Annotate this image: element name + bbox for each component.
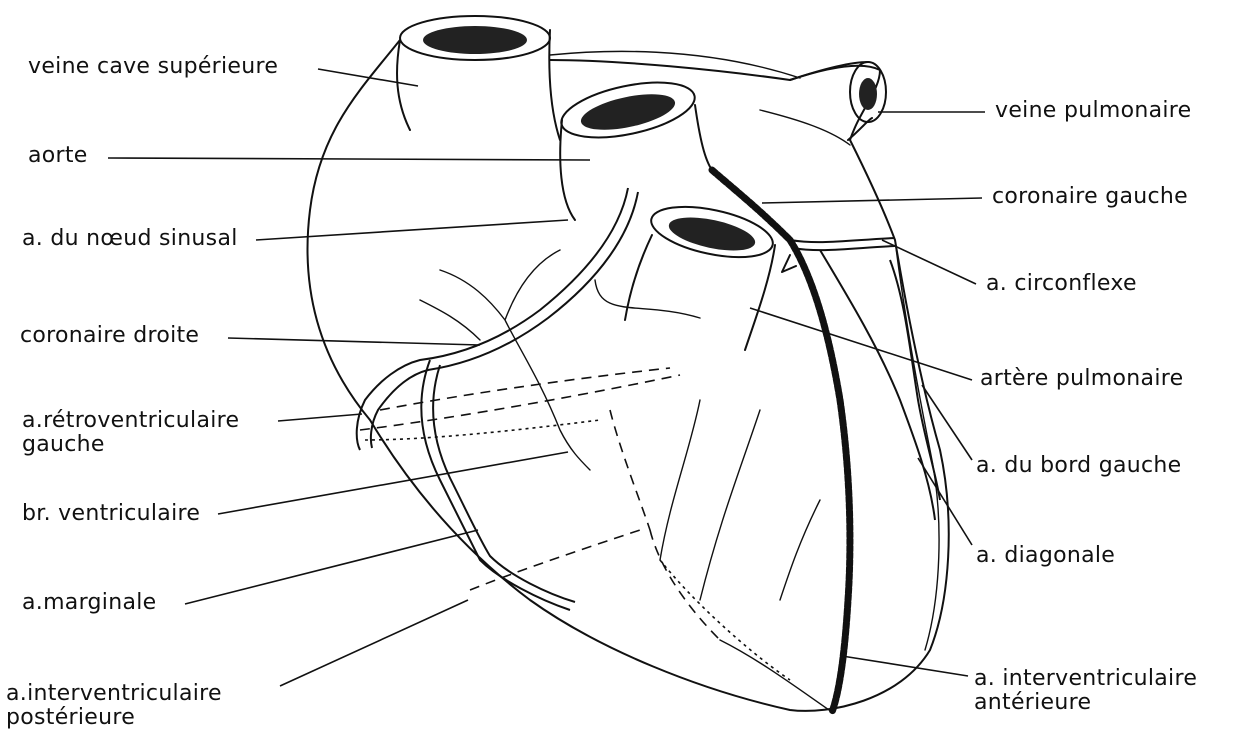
marginal-artery-inner — [433, 365, 575, 602]
marginal-artery — [421, 360, 570, 610]
label-retroventriculaire-line2: gauche — [22, 434, 239, 456]
label-noeud-sinusal: a. du nœud sinusal — [22, 228, 238, 250]
pulm-vein-vessel — [790, 62, 872, 140]
leader-aorte — [108, 158, 590, 160]
left-border-artery — [890, 260, 940, 500]
label-veine-pulmonaire: veine pulmonaire — [995, 100, 1191, 122]
leader-interv-ant — [842, 656, 968, 676]
label-interv-ant-line1: a. interventriculaire — [974, 666, 1197, 691]
anterior-interventricular — [790, 240, 850, 712]
label-a-circonflexe: a. circonflexe — [986, 273, 1137, 295]
label-interv-ant-line2: antérieure — [974, 692, 1197, 714]
label-a-bord-gauche: a. du bord gauche — [976, 455, 1181, 477]
leader-br-ventriculaire — [218, 452, 568, 514]
label-coronaire-gauche: coronaire gauche — [992, 186, 1188, 208]
circumflex-artery-inner — [792, 246, 895, 250]
label-coronaire-droite: coronaire droite — [20, 325, 199, 347]
circumflex-artery — [790, 238, 895, 242]
apex-line — [720, 640, 832, 712]
leader-coronaire-droite — [228, 338, 480, 345]
leader-coronaire-gauche — [762, 198, 982, 203]
leader-noeud-sinusal — [256, 220, 568, 240]
label-a-marginale: a.marginale — [22, 592, 157, 614]
right-coronary-artery — [357, 188, 628, 450]
label-a-diagonale: a. diagonale — [976, 545, 1115, 567]
dotted-course — [365, 420, 790, 680]
label-artere-pulmonaire: artère pulmonaire — [980, 368, 1183, 390]
pulm-artery-base — [595, 280, 700, 318]
heart-outline — [308, 40, 949, 711]
aorta-arch-line — [760, 110, 850, 145]
svc-lumen — [423, 26, 527, 54]
leader-interv-post — [280, 600, 468, 686]
label-retroventriculaire-gauche: a.rétroventriculaire gauche — [22, 410, 239, 456]
leader-diagonale — [918, 458, 972, 545]
label-interventriculaire-posterieure: a.interventriculaire postérieure — [6, 683, 222, 729]
svc-top-line — [550, 51, 800, 78]
label-aorte: aorte — [28, 145, 88, 167]
label-interv-post-line2: postérieure — [6, 707, 222, 729]
label-veine-cave-superieure: veine cave supérieure — [28, 56, 278, 78]
leader-marginale — [185, 530, 478, 604]
label-br-ventriculaire: br. ventriculaire — [22, 503, 200, 525]
leader-veine-cave — [318, 69, 418, 86]
flow-arrow — [782, 255, 796, 272]
label-interventriculaire-anterieure: a. interventriculaire antérieure — [974, 668, 1197, 714]
pulm-vein-lumen — [859, 78, 877, 110]
label-interv-post-line1: a.interventriculaire — [6, 681, 222, 706]
sinus-node-branches — [440, 250, 590, 470]
leader-retroventriculaire — [278, 414, 362, 421]
label-retroventriculaire-line1: a.rétroventriculaire — [22, 408, 239, 433]
